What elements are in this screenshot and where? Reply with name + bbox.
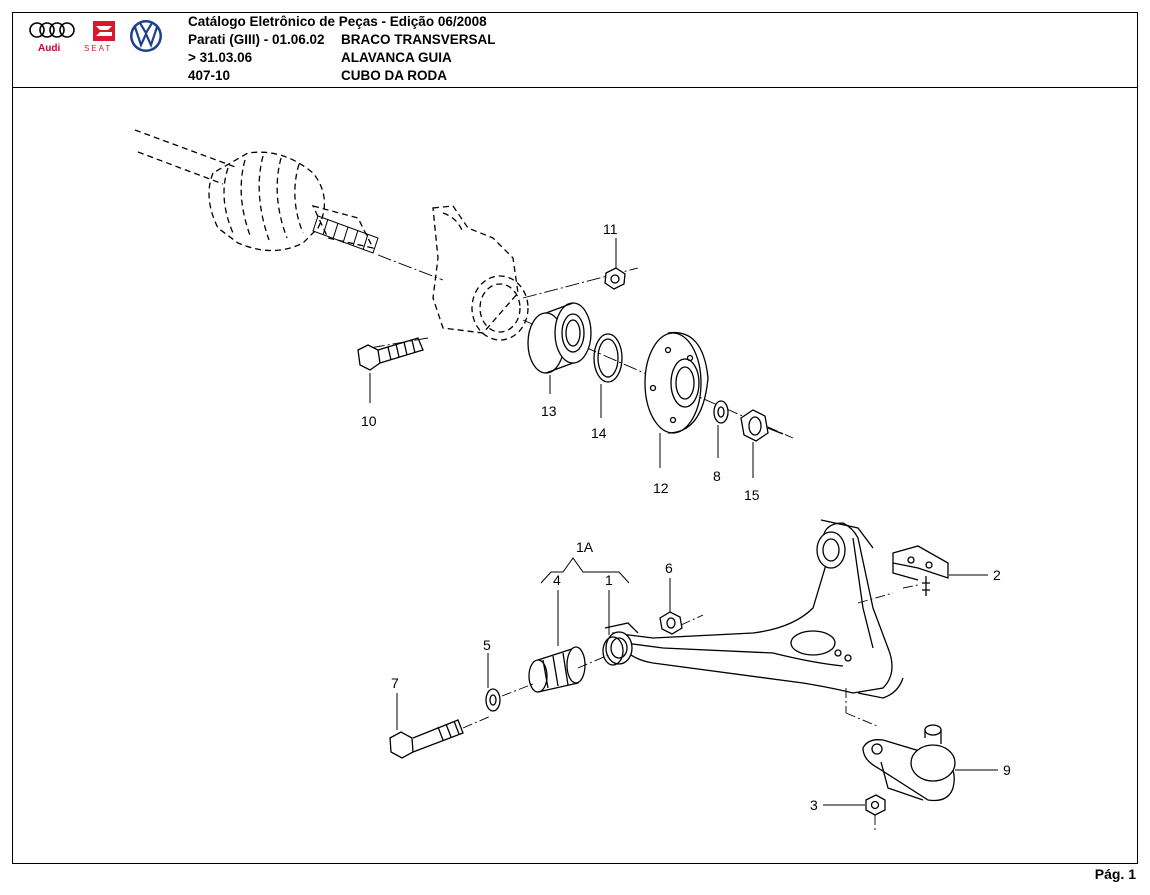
- part-3-nut: [865, 794, 886, 816]
- control-arm-drawing: [604, 519, 904, 699]
- callout-1a: 1A: [576, 539, 594, 555]
- callout-10: 10: [361, 413, 377, 429]
- part-10-bolt: [357, 337, 424, 371]
- callout-12: 12: [653, 480, 669, 496]
- part-2-bracket: [892, 545, 949, 596]
- part-group-alavanca: ALAVANCA GUIA: [341, 50, 452, 65]
- header-separator: [12, 87, 1138, 88]
- part-7-bolt: [389, 719, 464, 759]
- part-8-washer: [713, 400, 729, 424]
- group-code: 407-10: [188, 68, 231, 83]
- part-group-cubo: CUBO DA RODA: [341, 68, 447, 83]
- part-5-washer: [485, 688, 501, 712]
- page-frame: [12, 12, 1138, 864]
- assembly-paths: [462, 584, 919, 833]
- exploded-parts-diagram: 11 10 13 14 12 8 15 1A 4 1 6 2 5 7 9 3: [134, 129, 1011, 833]
- callout-13: 13: [541, 403, 557, 419]
- date-range: > 31.03.06: [188, 50, 253, 65]
- catalog-title: Catálogo Eletrônico de Peças - Edição 06…: [188, 14, 487, 29]
- audi-rings-icon: [29, 22, 75, 38]
- part-13-bearing: [527, 302, 592, 374]
- vw-logo-icon: [130, 20, 162, 52]
- part-9-ball-joint: [862, 724, 956, 802]
- drive-shaft-drawing: [134, 129, 529, 341]
- callout-4: 4: [553, 572, 561, 588]
- part-6-nut: [659, 611, 683, 635]
- brand-logos: Audi SEAT: [29, 20, 162, 54]
- callout-7: 7: [391, 675, 399, 691]
- callout-8: 8: [713, 468, 721, 484]
- leader-lines: [369, 238, 998, 806]
- seat-wordmark: SEAT: [84, 44, 112, 53]
- callout-3: 3: [810, 797, 818, 813]
- audi-wordmark: Audi: [38, 43, 60, 54]
- callout-15: 15: [744, 487, 760, 503]
- callout-2: 2: [993, 567, 1001, 583]
- part-12-wheel-hub: [644, 331, 709, 434]
- callout-5: 5: [483, 637, 491, 653]
- part-4-bushing: [528, 646, 586, 693]
- callout-11: 11: [603, 221, 618, 237]
- callout-6: 6: [665, 560, 673, 576]
- part-group-braco: BRACO TRANSVERSAL: [341, 32, 496, 47]
- shaft-splines: [312, 215, 379, 254]
- part-14-circlip: [593, 333, 623, 383]
- callout-1: 1: [605, 572, 613, 588]
- callout-9: 9: [1003, 762, 1011, 778]
- page-number: Pág. 1: [1094, 866, 1136, 882]
- part-1-bushing-sleeve: [602, 636, 624, 666]
- callout-14: 14: [591, 425, 607, 441]
- seat-logo-icon: [93, 21, 115, 41]
- model-name: Parati (GIII) - 01.06.02: [188, 32, 325, 47]
- part-11-nut: [604, 267, 626, 290]
- part-15-hub-nut: [740, 409, 784, 442]
